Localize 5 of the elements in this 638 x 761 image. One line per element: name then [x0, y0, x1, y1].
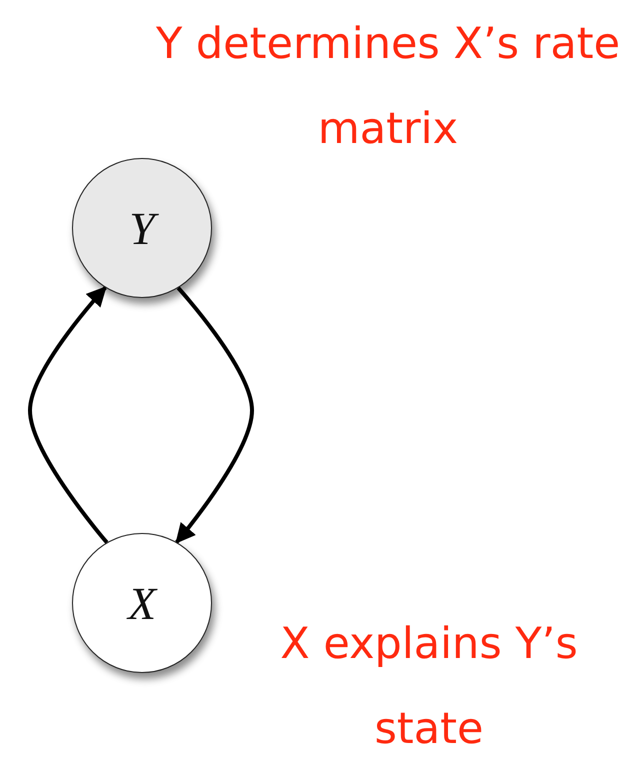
node-note: Y determines X’s rate matrix [154, 18, 622, 156]
node-label: X [128, 576, 156, 630]
node-note: X explains Y’s state [279, 618, 579, 756]
arrow [175, 286, 254, 544]
arrow [28, 286, 108, 544]
